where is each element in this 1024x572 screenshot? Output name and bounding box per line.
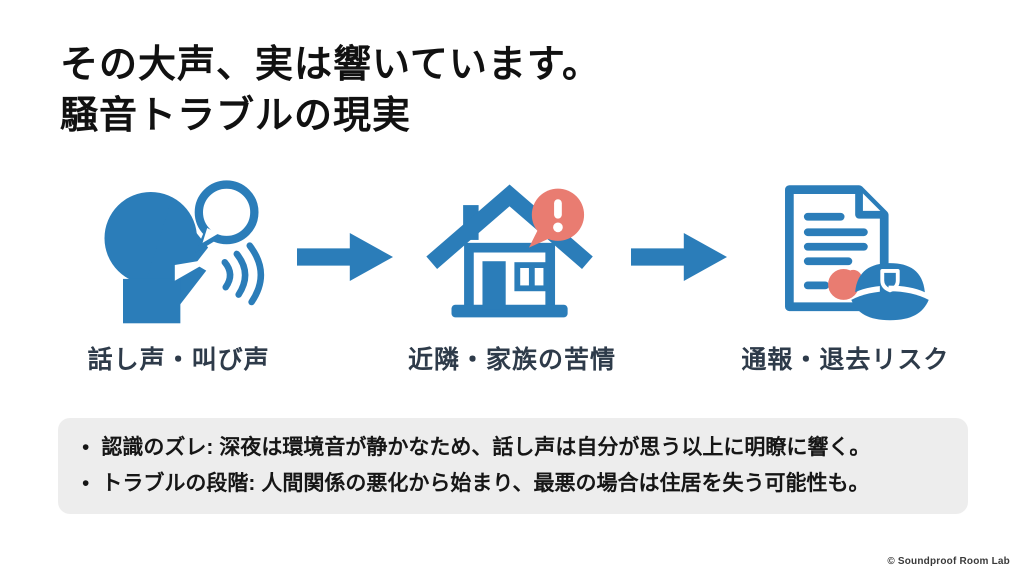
flow-step-complaint: 近隣・家族の苦情 (393, 178, 630, 376)
note-text: 人間関係の悪化から始まり、最悪の場合は住居を失う可能性も。 (261, 471, 870, 495)
note-label: 認識のズレ: (101, 436, 214, 460)
title-line-1: その大声、実は響いています。 (60, 44, 602, 86)
note-text: 深夜は環境音が静かなため、話し声は自分が思う以上に明瞭に響く。 (219, 436, 871, 460)
notes-box: • 認識のズレ: 深夜は環境音が静かなため、話し声は自分が思う以上に明瞭に響く。… (58, 418, 968, 514)
bullet-icon: • (82, 471, 90, 495)
right-arrow-icon (630, 226, 727, 288)
title-line-2: 騒音トラブルの現実 (60, 95, 412, 138)
speaking-head-icon (86, 178, 271, 328)
flow-step-report-label: 通報・退去リスク (741, 346, 950, 374)
note-item-stages: • トラブルの段階: 人間関係の悪化から始まり、最悪の場合は住居を失う可能性も。 (82, 470, 944, 498)
footer-credit: © Soundproof Room Lab (887, 556, 1010, 567)
flow-step-report: 通報・退去リスク (727, 178, 964, 376)
right-arrow-icon (297, 226, 394, 288)
bullet-icon: • (82, 436, 90, 460)
flow-diagram: 話し声・叫び声 (60, 178, 964, 376)
document-police-icon (753, 178, 938, 328)
flow-step-voice: 話し声・叫び声 (60, 178, 297, 376)
flow-step-voice-label: 話し声・叫び声 (87, 346, 270, 374)
flow-step-complaint-label: 近隣・家族の苦情 (407, 346, 616, 374)
house-alert-icon (419, 178, 604, 328)
slide-title: その大声、実は響いています。 騒音トラブルの現実 (60, 40, 601, 143)
note-item-awareness: • 認識のズレ: 深夜は環境音が静かなため、話し声は自分が思う以上に明瞭に響く。 (82, 434, 944, 462)
note-label: トラブルの段階: (101, 471, 256, 495)
